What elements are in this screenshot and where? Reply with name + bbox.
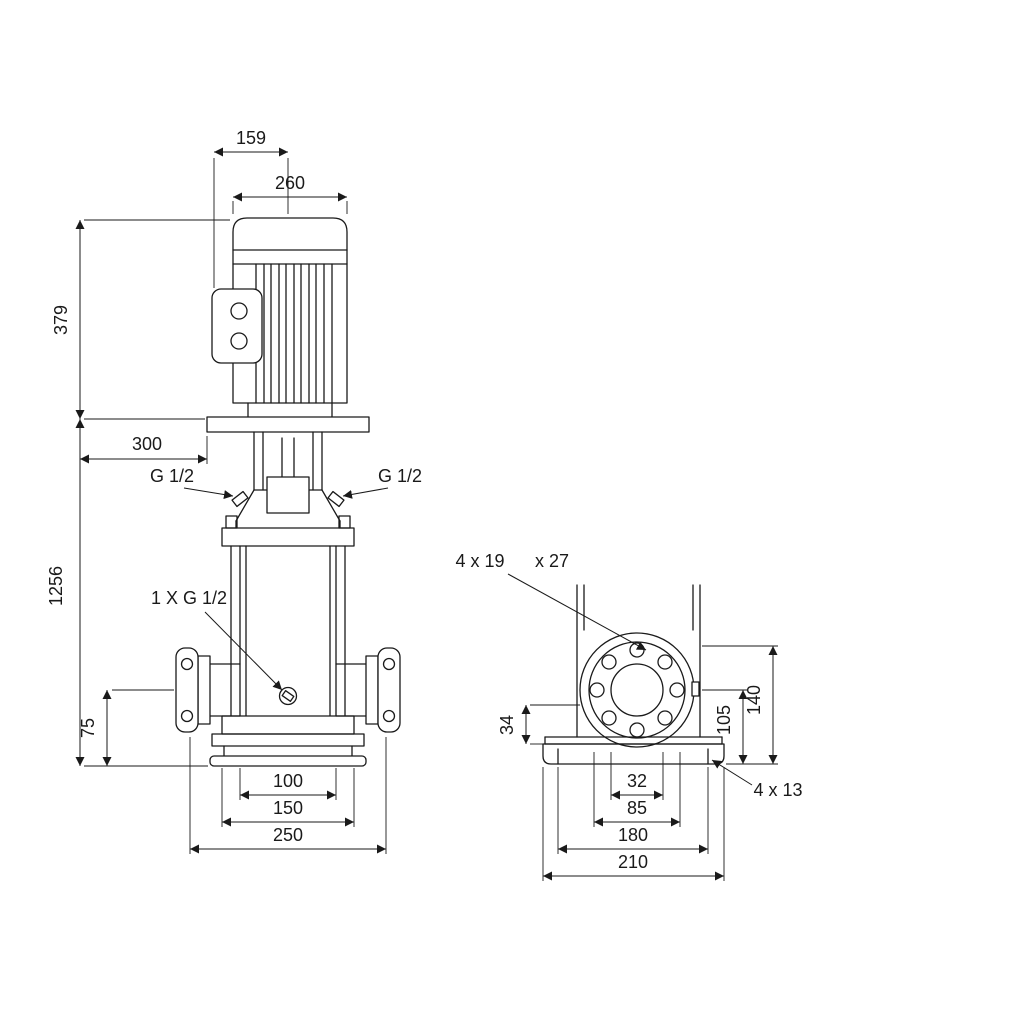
top-chamber-flange <box>221 527 355 547</box>
dim-100-label: 100 <box>273 771 303 791</box>
dim-1256-label: 1256 <box>46 566 66 606</box>
flange-tab <box>691 681 700 697</box>
staybolt-nut-left <box>225 515 238 529</box>
flange-outer-circle <box>579 632 695 748</box>
g12-left-label: G 1/2 <box>150 466 194 486</box>
port-left <box>175 647 241 733</box>
cable-entry-top <box>230 302 248 320</box>
dim-150-label: 150 <box>273 798 303 818</box>
cable-entry-bottom <box>230 332 248 350</box>
front-view-dimensions: 159 260 379 1256 300 75 G 1/2 G 1/2 1 X … <box>46 128 422 854</box>
flange-bolt-hole <box>382 657 396 671</box>
dim-34-label: 34 <box>497 715 517 735</box>
pump-base-front <box>209 733 367 767</box>
drain-label: 1 X G 1/2 <box>151 588 227 608</box>
dim-300-label: 300 <box>132 434 162 454</box>
dim-75-label: 75 <box>78 718 98 738</box>
dim-250-label: 250 <box>273 825 303 845</box>
motor-body <box>232 217 348 404</box>
chamber-stack <box>221 515 355 735</box>
dim-210-label: 210 <box>618 852 648 872</box>
flange-bolt-hole <box>382 709 396 723</box>
flange-hole <box>669 682 685 698</box>
g12-right-label: G 1/2 <box>378 466 422 486</box>
dim-140-label: 140 <box>744 685 764 715</box>
motor-fins <box>255 263 333 404</box>
flange-hole <box>601 710 617 726</box>
flange-holes-label-2: x 27 <box>535 551 569 571</box>
flange-holes-label-1: 4 x 19 <box>455 551 504 571</box>
flange-hole <box>657 654 673 670</box>
side-column <box>576 584 701 738</box>
pump-head <box>231 489 345 529</box>
side-view <box>542 584 725 765</box>
coupling-section <box>253 431 323 514</box>
dim-159-label: 159 <box>236 128 266 148</box>
dim-379-label: 379 <box>51 305 71 335</box>
front-view <box>175 217 401 767</box>
drain-plug <box>278 686 298 706</box>
port-flange-right <box>377 647 401 733</box>
flange-hole <box>657 710 673 726</box>
motor-stool-flange <box>206 416 370 433</box>
terminal-box <box>211 288 263 364</box>
flange-hole <box>589 682 605 698</box>
base-holes-label: 4 x 13 <box>753 780 802 800</box>
dim-260-label: 260 <box>275 173 305 193</box>
bottom-chamber-flange <box>221 715 355 735</box>
flange-bolt-hole <box>180 709 194 723</box>
dim-32-label: 32 <box>627 771 647 791</box>
dim-180-label: 180 <box>618 825 648 845</box>
priming-plug-right <box>327 490 345 508</box>
side-port-flange <box>579 632 700 748</box>
coupling-block <box>266 476 310 514</box>
dim-85-label: 85 <box>627 798 647 818</box>
priming-plug-left <box>231 490 249 508</box>
dim-105-label: 105 <box>714 705 734 735</box>
flange-bolt-hole <box>180 657 194 671</box>
staybolt-nut-right <box>338 515 351 529</box>
port-right <box>335 647 401 733</box>
flange-hole <box>601 654 617 670</box>
side-view-dimensions: 4 x 19 x 27 34 105 140 4 x 13 32 85 180 <box>455 551 803 881</box>
port-flange-left <box>175 647 199 733</box>
flange-bore-circle <box>610 663 664 717</box>
pump-base-side <box>542 736 725 765</box>
